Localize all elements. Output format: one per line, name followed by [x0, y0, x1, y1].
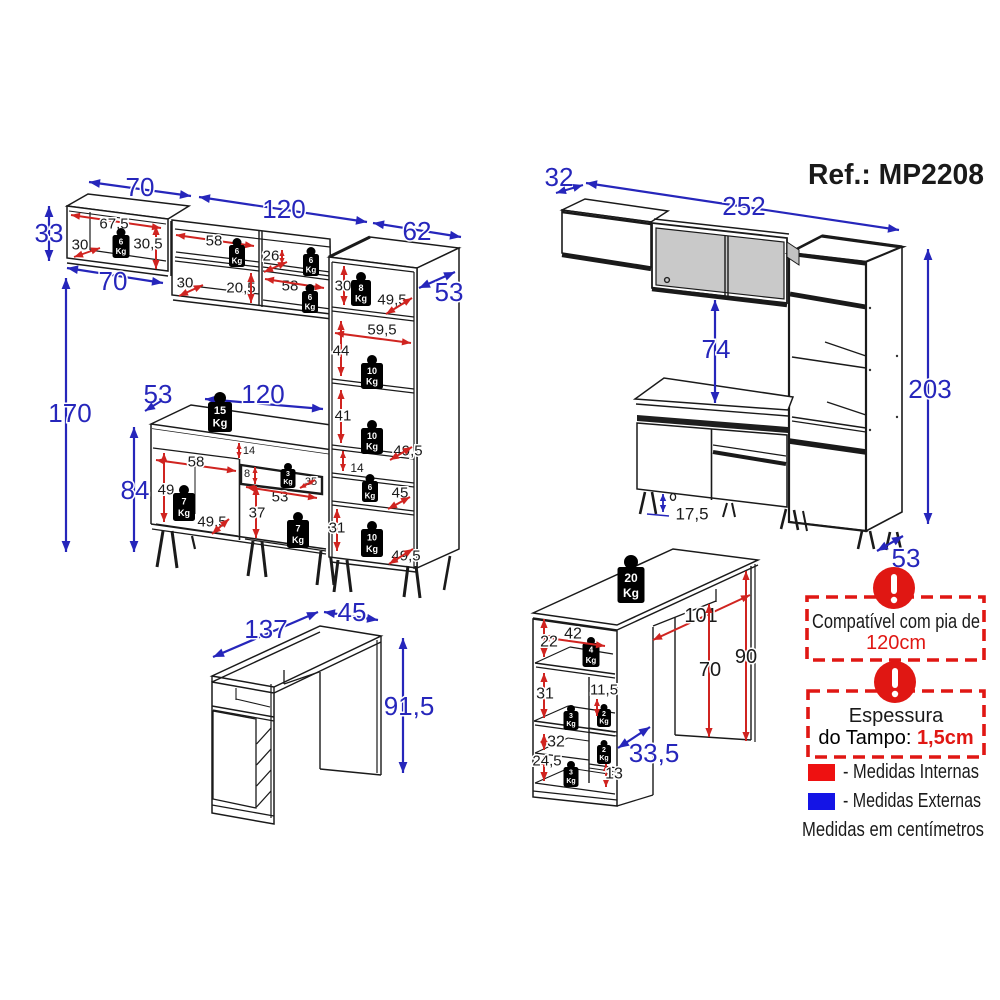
- svg-text:90: 90: [735, 646, 757, 668]
- svg-text:120: 120: [241, 379, 284, 409]
- svg-text:45: 45: [338, 597, 367, 627]
- svg-text:58: 58: [188, 454, 205, 471]
- svg-text:30: 30: [335, 278, 352, 295]
- svg-text:Kg: Kg: [366, 442, 378, 452]
- svg-text:59,5: 59,5: [367, 322, 396, 339]
- svg-text:Kg: Kg: [365, 492, 376, 501]
- svg-text:22: 22: [540, 634, 558, 651]
- svg-text:252: 252: [722, 191, 765, 221]
- svg-text:14: 14: [350, 461, 364, 475]
- svg-text:Kg: Kg: [566, 778, 575, 785]
- svg-text:20: 20: [624, 571, 638, 585]
- svg-text:7: 7: [295, 523, 300, 533]
- svg-text:Kg: Kg: [566, 721, 575, 728]
- svg-text:Kg: Kg: [305, 302, 316, 311]
- svg-text:70: 70: [99, 266, 128, 296]
- svg-text:170: 170: [48, 398, 91, 428]
- svg-text:8: 8: [244, 468, 250, 480]
- svg-text:3: 3: [569, 713, 573, 720]
- svg-text:30: 30: [177, 275, 194, 292]
- svg-text:Kg: Kg: [355, 294, 367, 304]
- svg-text:14: 14: [243, 445, 255, 457]
- svg-text:Kg: Kg: [292, 535, 304, 545]
- svg-text:6: 6: [308, 293, 313, 302]
- svg-text:Kg: Kg: [116, 247, 127, 256]
- svg-text:7: 7: [181, 496, 186, 506]
- svg-text:31: 31: [536, 686, 554, 703]
- svg-text:3: 3: [286, 471, 290, 478]
- svg-text:49: 49: [158, 482, 175, 499]
- svg-text:120cm: 120cm: [866, 632, 926, 654]
- svg-text:20,5: 20,5: [226, 280, 255, 297]
- svg-text:70: 70: [126, 172, 155, 202]
- svg-text:11,5: 11,5: [590, 682, 618, 699]
- svg-text:41: 41: [335, 408, 352, 425]
- svg-text:Kg: Kg: [366, 544, 378, 554]
- svg-text:10: 10: [367, 431, 377, 441]
- svg-text:137: 137: [244, 614, 287, 644]
- svg-text:8: 8: [358, 283, 363, 293]
- svg-text:Compatível com pia de: Compatível com pia de: [812, 611, 980, 633]
- svg-text:30,5: 30,5: [133, 236, 162, 253]
- svg-text:Kg: Kg: [213, 418, 228, 430]
- svg-text:58: 58: [282, 278, 299, 295]
- svg-text:6: 6: [368, 483, 373, 492]
- svg-text:Ref.: MP2208: Ref.: MP2208: [808, 159, 984, 191]
- svg-text:Kg: Kg: [586, 656, 597, 665]
- svg-text:203: 203: [908, 374, 951, 404]
- svg-text:3: 3: [569, 770, 573, 777]
- svg-text:24,5: 24,5: [532, 753, 561, 770]
- svg-text:32: 32: [545, 162, 574, 192]
- svg-text:Kg: Kg: [599, 755, 608, 762]
- svg-text:37: 37: [249, 505, 266, 522]
- svg-text:- Medidas Externas: - Medidas Externas: [843, 790, 981, 812]
- svg-text:- Medidas Internas: - Medidas Internas: [843, 761, 979, 783]
- svg-text:13: 13: [605, 766, 623, 783]
- svg-text:53: 53: [144, 379, 173, 409]
- svg-text:4: 4: [589, 646, 594, 655]
- svg-text:17,5: 17,5: [675, 505, 708, 524]
- svg-text:49,5: 49,5: [377, 292, 406, 309]
- svg-text:31: 31: [329, 520, 346, 537]
- svg-text:6: 6: [309, 256, 314, 265]
- svg-text:6: 6: [119, 237, 124, 246]
- svg-text:58: 58: [206, 233, 223, 250]
- svg-text:84: 84: [121, 475, 150, 505]
- svg-text:10: 10: [367, 532, 377, 542]
- svg-text:Kg: Kg: [306, 265, 317, 274]
- svg-text:120: 120: [262, 194, 305, 224]
- svg-text:62: 62: [403, 216, 432, 246]
- svg-text:Kg: Kg: [232, 256, 243, 265]
- svg-text:2: 2: [602, 747, 606, 754]
- svg-text:do Tampo: 1,5cm: do Tampo: 1,5cm: [818, 727, 973, 749]
- svg-text:101: 101: [684, 605, 717, 627]
- svg-text:49,5: 49,5: [391, 548, 420, 565]
- svg-text:91,5: 91,5: [384, 691, 435, 721]
- svg-text:Kg: Kg: [623, 586, 639, 600]
- svg-text:74: 74: [702, 334, 731, 364]
- svg-text:42: 42: [564, 626, 582, 643]
- svg-text:33,5: 33,5: [629, 738, 680, 768]
- svg-text:2: 2: [602, 711, 606, 718]
- svg-text:Kg: Kg: [283, 479, 292, 486]
- svg-text:6: 6: [235, 247, 240, 256]
- svg-text:Medidas em centímetros: Medidas em centímetros: [802, 819, 984, 841]
- svg-text:Espessura: Espessura: [849, 705, 944, 727]
- svg-text:30: 30: [72, 237, 89, 254]
- svg-text:Kg: Kg: [366, 377, 378, 387]
- svg-text:70: 70: [699, 659, 721, 681]
- svg-text:26: 26: [263, 248, 280, 265]
- svg-text:44: 44: [333, 343, 350, 360]
- svg-text:10: 10: [367, 366, 377, 376]
- svg-text:Kg: Kg: [599, 719, 608, 726]
- svg-text:33: 33: [35, 218, 64, 248]
- svg-text:32: 32: [547, 734, 565, 751]
- svg-text:15: 15: [214, 405, 226, 417]
- svg-text:Kg: Kg: [178, 508, 190, 518]
- svg-text:53: 53: [435, 277, 464, 307]
